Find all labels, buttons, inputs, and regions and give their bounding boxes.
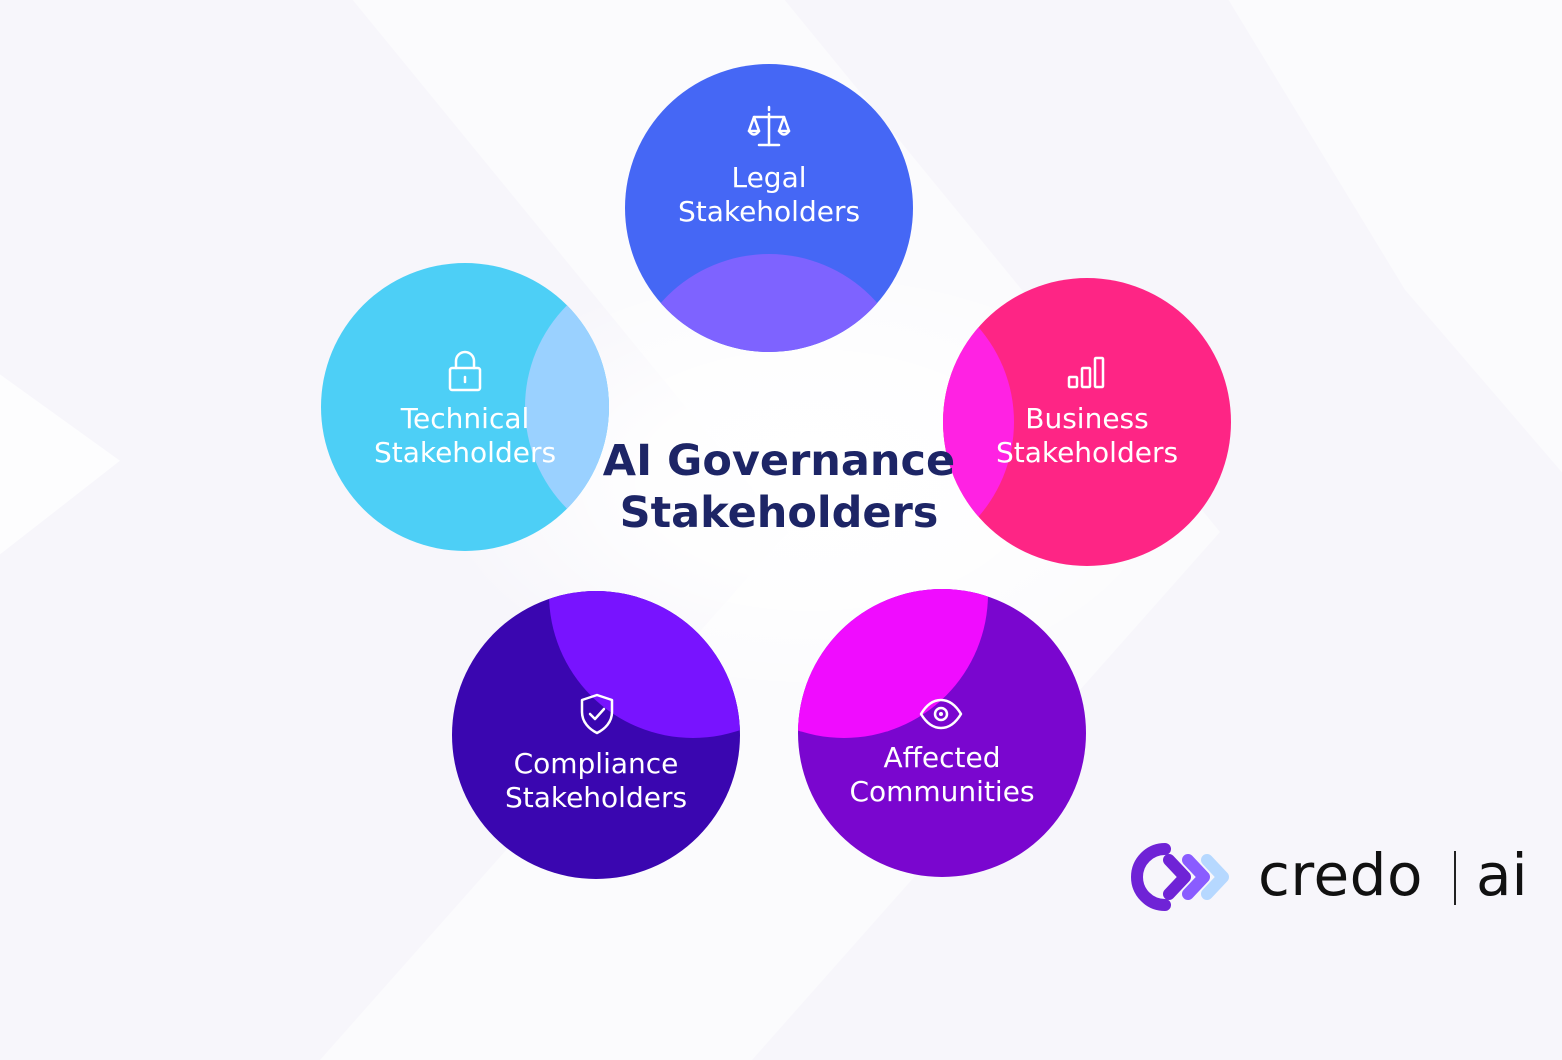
shield-check-icon: [572, 689, 622, 739]
lock-icon: [440, 348, 490, 398]
ai-wordmark: ai: [1476, 841, 1528, 909]
technical-label-line2: Stakeholders: [373, 436, 557, 469]
diagram-title-line2: Stakeholders: [619, 488, 939, 538]
chevron-arrows-logo-icon: [1130, 842, 1240, 912]
credo-ai-logo: credo ai: [1130, 838, 1540, 918]
compliance-label: Compliance Stakeholders: [476, 747, 716, 815]
bar-chart-icon: [1062, 348, 1112, 398]
logo-divider: [1454, 851, 1456, 905]
legal-label-line1: Legal: [731, 161, 807, 194]
business-label-line2: Stakeholders: [995, 436, 1179, 469]
business-label-line1: Business: [1025, 402, 1149, 435]
legal-label-line2: Stakeholders: [677, 195, 861, 228]
technical-label: Technical Stakeholders: [345, 402, 585, 470]
affected-label-line1: Affected: [883, 741, 1001, 774]
diagram-title: AI Governance Stakeholders: [596, 435, 962, 539]
stakeholders-diagram: Legal Stakeholders Technical Stakeholder…: [321, 64, 1231, 879]
affected-label-line2: Communities: [849, 775, 1035, 808]
eye-icon: [916, 689, 966, 739]
business-label: Business Stakeholders: [967, 402, 1207, 470]
compliance-label-line1: Compliance: [513, 747, 679, 780]
legal-label: Legal Stakeholders: [649, 161, 889, 229]
credo-wordmark: credo: [1258, 841, 1423, 909]
compliance-label-line2: Stakeholders: [504, 781, 688, 814]
technical-label-line1: Technical: [400, 402, 530, 435]
scales-icon: [744, 103, 794, 153]
diagram-title-line1: AI Governance: [602, 436, 956, 486]
affected-label: Affected Communities: [822, 741, 1062, 809]
